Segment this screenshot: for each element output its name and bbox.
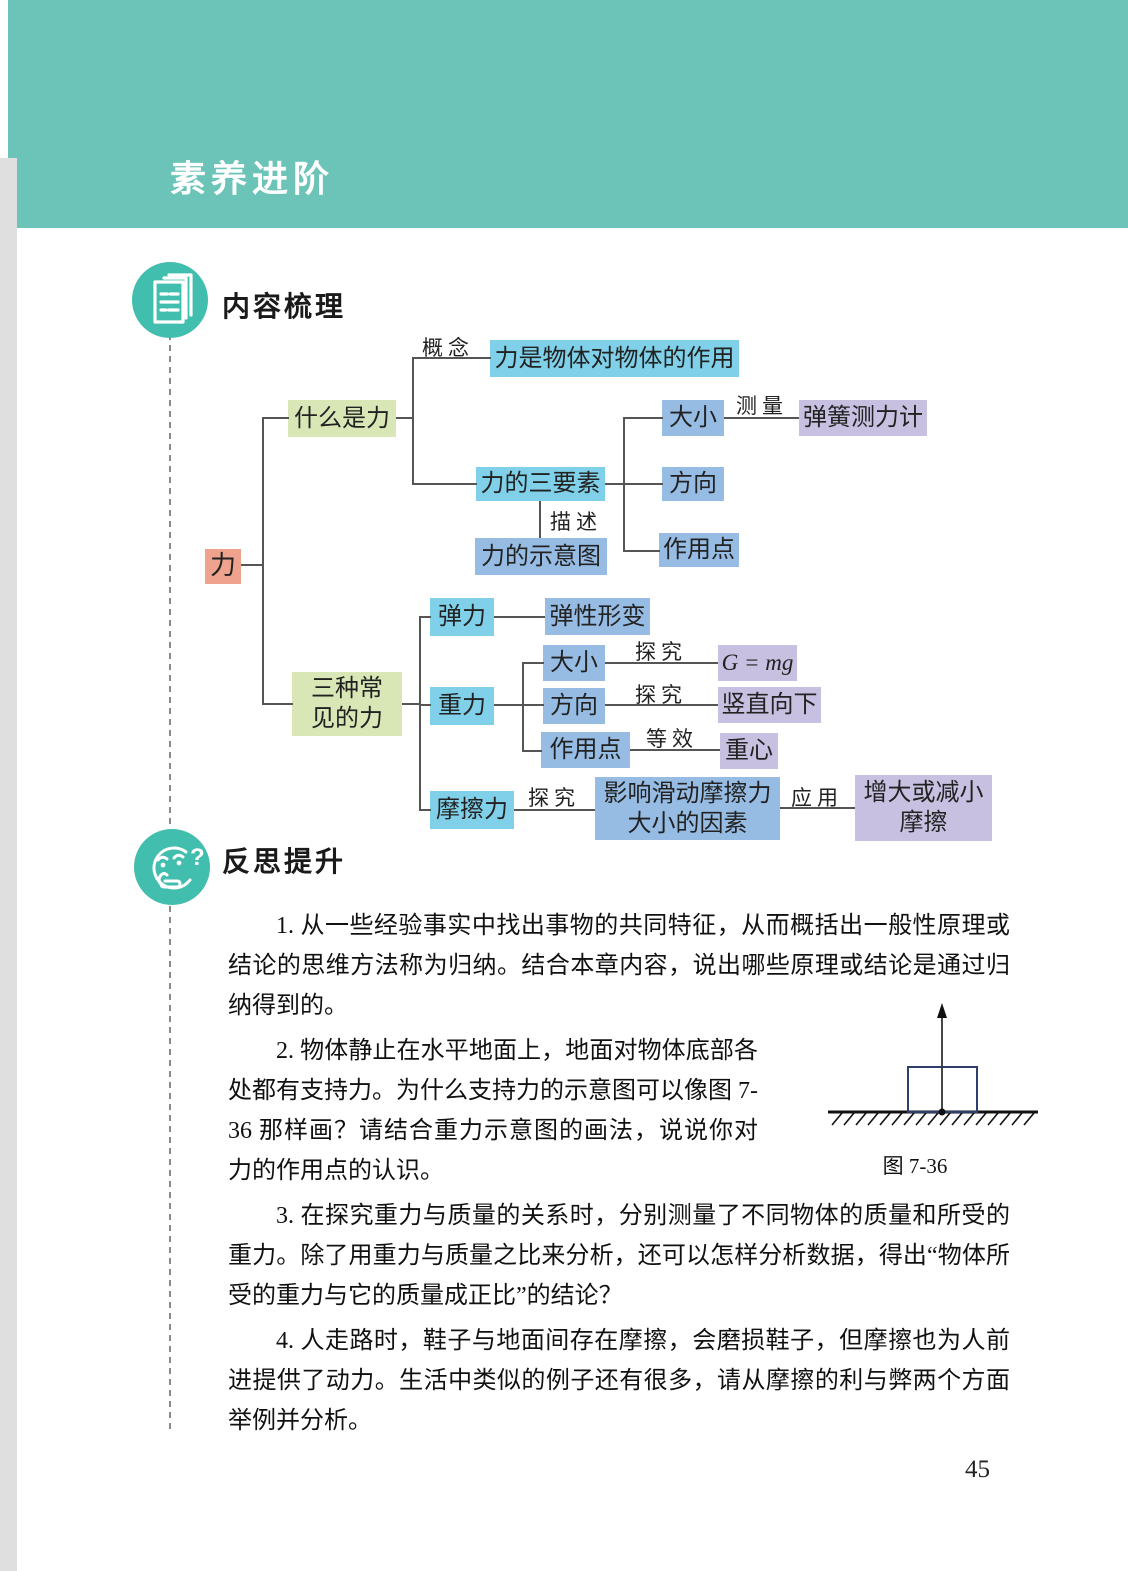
- map-node-three-elements: 力的三要素: [476, 467, 605, 501]
- map-node-what-is-force: 什么是力: [288, 400, 396, 437]
- question-1-text: 1. 从一些经验事实中找出事物的共同特征，从而概括出一般性原理或结论的思维方法称…: [228, 913, 1010, 1019]
- map-node-magnitude-1: 大小: [662, 400, 724, 436]
- edge-label-equivalent: 等效: [646, 727, 698, 751]
- map-node-force-diagram: 力的示意图: [475, 538, 607, 575]
- connector-line: [419, 704, 431, 706]
- map-node-center-of-gravity: 重心: [720, 733, 778, 769]
- map-node-gravity: 重力: [430, 687, 494, 725]
- connector-line: [514, 809, 595, 811]
- connector-line: [396, 417, 414, 419]
- connector-line: [605, 704, 718, 706]
- connector-line: [412, 357, 414, 485]
- question-4-text: 4. 人走路时，鞋子与地面间存在摩擦，会磨损鞋子，但摩擦也为人前进提供了动力。生…: [228, 1328, 1010, 1434]
- question-2: 图 7-36 2. 物体静止在水平地面上，地面对物体底部各处都有支持力。为什么支…: [228, 1003, 1038, 1193]
- question-4: 4. 人走路时，鞋子与地面间存在摩擦，会磨损鞋子，但摩擦也为人前进提供了动力。生…: [228, 1321, 1010, 1441]
- connector-line: [402, 703, 421, 705]
- map-node-deformation: 弹性形变: [545, 598, 650, 635]
- connector-line: [419, 616, 421, 810]
- section-title-reflect: 反思提升: [222, 846, 347, 877]
- connector-line: [262, 417, 289, 419]
- svg-text:?: ?: [190, 844, 205, 871]
- map-node-direction-1: 方向: [662, 467, 724, 501]
- connector-line: [605, 662, 718, 664]
- connector-line: [539, 501, 541, 538]
- map-node-vertically-down: 竖直向下: [718, 687, 821, 723]
- edge-label-explore-2: 探究: [635, 683, 687, 707]
- connector-line: [522, 662, 524, 751]
- map-node-definition: 力是物体对物体的作用: [490, 340, 739, 377]
- section-title-content: 内容梳理: [222, 291, 347, 322]
- figure-caption: 图 7-36: [882, 1154, 948, 1178]
- connector-line: [780, 807, 855, 809]
- connector-line: [605, 483, 624, 485]
- question-3: 3. 在探究重力与质量的关系时，分别测量了不同物体的质量和所受的重力。除了用重力…: [228, 1196, 1010, 1316]
- map-node-point-2: 作用点: [541, 732, 630, 768]
- connector-line: [522, 750, 542, 752]
- connector-line: [412, 483, 477, 485]
- connector-line: [522, 704, 544, 706]
- map-node-friction-application: 增大或减小 摩擦: [855, 775, 992, 841]
- connector-line: [623, 483, 663, 485]
- connector-line: [494, 616, 545, 618]
- header-band: [8, 0, 1128, 228]
- question-1: 1. 从一些经验事实中找出事物的共同特征，从而概括出一般性原理或结论的思维方法称…: [228, 906, 1010, 1026]
- map-node-friction: 摩擦力: [430, 791, 514, 829]
- map-node-magnitude-2: 大小: [543, 645, 605, 681]
- edge-label-describe: 描述: [550, 510, 602, 534]
- connector-line: [262, 703, 293, 705]
- connector-line: [522, 662, 544, 664]
- page-edge-strip: [0, 158, 17, 1571]
- figure-7-36: 图 7-36: [772, 1003, 1038, 1193]
- connector-line: [419, 809, 431, 811]
- edge-label-measure: 测量: [736, 394, 788, 418]
- support-force-diagram: [828, 1003, 1038, 1126]
- question-2-text: 2. 物体静止在水平地面上，地面对物体底部各处都有支持力。为什么支持力的示意图可…: [228, 1038, 758, 1184]
- document-icon: [132, 262, 208, 338]
- connector-line: [630, 749, 720, 751]
- edge-label-explore-3: 探究: [528, 786, 580, 810]
- connector-line: [724, 417, 799, 419]
- connector-line: [419, 616, 431, 618]
- map-node-formula-gmg: G = mg: [718, 645, 797, 681]
- question-3-text: 3. 在探究重力与质量的关系时，分别测量了不同物体的质量和所受的重力。除了用重力…: [228, 1203, 1010, 1309]
- map-node-point-1: 作用点: [659, 533, 739, 567]
- connector-line: [241, 564, 263, 566]
- edge-label-apply: 应用: [791, 786, 843, 810]
- map-node-force: 力: [205, 549, 241, 584]
- connector-line: [494, 704, 523, 706]
- edge-label-explore-1: 探究: [635, 640, 687, 664]
- map-node-spring-scale: 弹簧测力计: [799, 400, 927, 436]
- connector-line: [623, 417, 663, 419]
- map-node-friction-factors: 影响滑动摩擦力 大小的因素: [595, 777, 780, 840]
- connector-line: [262, 417, 264, 705]
- connector-line: [412, 357, 491, 359]
- map-node-three-forces: 三种常 见的力: [292, 672, 402, 736]
- map-node-elastic: 弹力: [430, 598, 494, 636]
- thinking-face-icon: ?: [134, 829, 210, 905]
- connector-line: [623, 550, 660, 552]
- map-node-direction-2: 方向: [543, 688, 605, 724]
- questions-block: 1. 从一些经验事实中找出事物的共同特征，从而概括出一般性原理或结论的思维方法称…: [228, 906, 1038, 1446]
- edge-label-concept: 概念: [422, 336, 474, 360]
- page-title: 素养进阶: [170, 159, 335, 199]
- page-number: 45: [965, 1456, 990, 1483]
